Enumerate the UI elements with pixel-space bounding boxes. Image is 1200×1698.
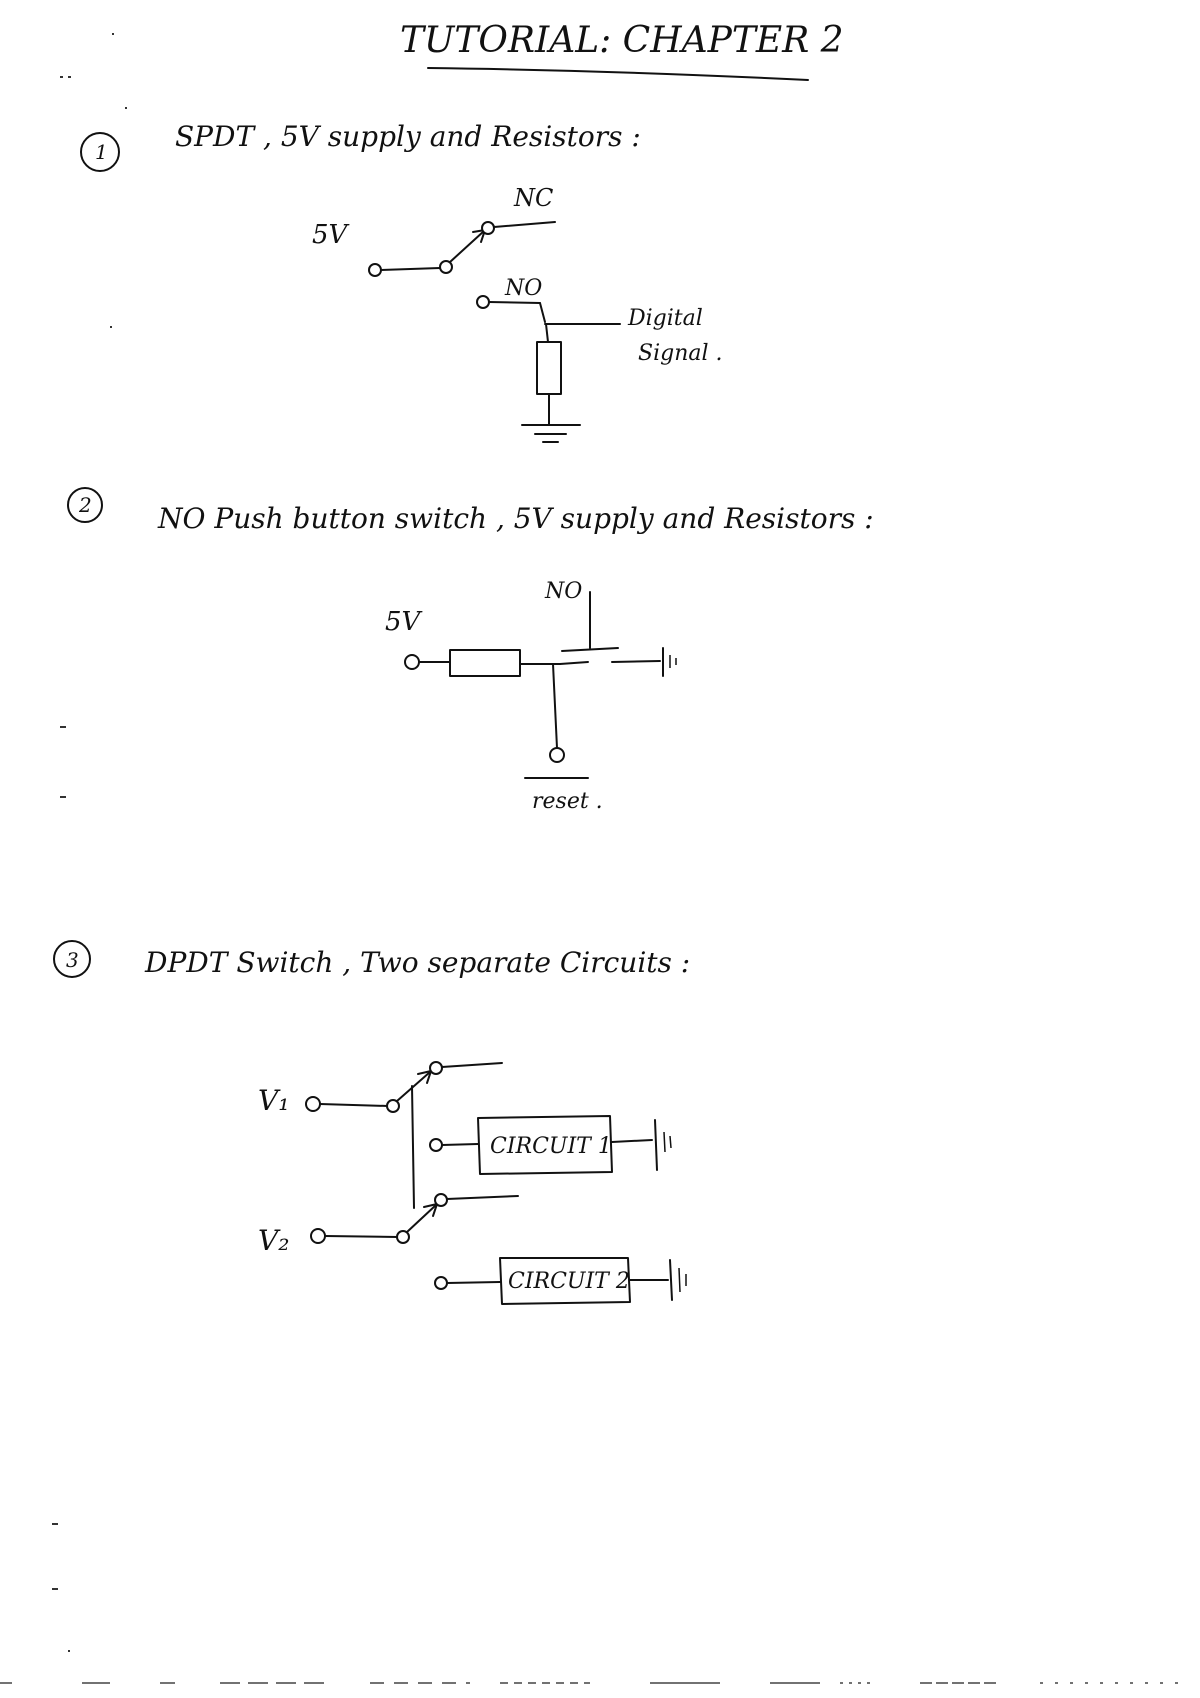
- spdt-switch-blade: [449, 230, 485, 263]
- scan-marks: [52, 33, 127, 1652]
- page-title: TUTORIAL: CHAPTER 2: [400, 20, 844, 61]
- spdt-nc-wire: [493, 221, 556, 228]
- section-2-number: 2: [78, 493, 92, 517]
- spdt-circuit-diagram: 5V NC NO Digital Signal .: [312, 184, 723, 443]
- dpdt-pole2-throw1-contact: [434, 1193, 448, 1207]
- dpdt-circuit2-input-wire: [446, 1281, 501, 1284]
- spdt-resistor-lead-top: [545, 323, 549, 343]
- dpdt-pole2-blade: [406, 1204, 437, 1233]
- pushbutton-actuator-bar: [561, 647, 619, 652]
- dpdt-pole1-throw1-contact: [429, 1061, 443, 1075]
- section-3-heading: DPDT Switch , Two separate Circuits :: [144, 946, 690, 979]
- dpdt-circuit1-input-wire: [441, 1143, 479, 1146]
- spdt-nc-contact: [481, 221, 495, 235]
- spdt-pulldown-resistor: [536, 341, 562, 395]
- section-2: 2 NO Push button switch , 5V supply and …: [67, 487, 874, 814]
- pushbutton-left-contact: [559, 661, 589, 665]
- dpdt-circuit1-ground-symbol: [654, 1119, 672, 1171]
- section-1-number: 1: [95, 140, 108, 164]
- dpdt-circuit2-ground-symbol: [669, 1259, 687, 1301]
- dpdt-circuit-diagram: V₁ CIRCUIT 1 V₂: [258, 1061, 687, 1305]
- spdt-nc-label: NC: [513, 184, 553, 212]
- pushbutton-output-label: reset .: [532, 789, 603, 814]
- section-1: 1 SPDT , 5V supply and Resistors : 5V NC…: [80, 120, 723, 443]
- dpdt-pole1-blade: [396, 1071, 431, 1102]
- spdt-no-contact: [476, 295, 490, 309]
- dpdt-circuit2-label: CIRCUIT 2: [508, 1269, 630, 1294]
- dpdt-v2-label: V₂: [258, 1224, 289, 1257]
- dpdt-pole2-throw1-wire: [446, 1195, 519, 1200]
- spdt-output-label-line2: Signal .: [638, 341, 723, 366]
- section-3-number-circle: [53, 940, 91, 978]
- dpdt-v1-label: V₁: [258, 1084, 289, 1117]
- pushbutton-output-wire: [552, 663, 558, 749]
- dpdt-pole2-throw2-contact: [434, 1276, 448, 1290]
- dpdt-pole1-throw1-wire: [441, 1062, 503, 1068]
- section-2-heading: NO Push button switch , 5V supply and Re…: [157, 502, 874, 535]
- pushbutton-supply-label: 5V: [385, 607, 423, 637]
- dpdt-mechanical-link: [411, 1085, 415, 1209]
- dpdt-v1-terminal: [305, 1096, 321, 1112]
- spdt-no-wire-bend: [539, 302, 546, 323]
- pushbutton-ground-symbol: [662, 647, 677, 677]
- dpdt-pole1-throw2-contact: [429, 1138, 443, 1152]
- spdt-supply-terminal: [368, 263, 382, 277]
- section-1-heading: SPDT , 5V supply and Resistors :: [175, 120, 641, 153]
- spdt-common-contact: [439, 260, 453, 274]
- dpdt-pole1-common-contact: [386, 1099, 400, 1113]
- spdt-no-label: NO: [504, 276, 542, 301]
- dpdt-v2-wire: [324, 1235, 399, 1238]
- spdt-supply-label: 5V: [312, 220, 350, 250]
- pushbutton-circuit-diagram: 5V NO reset .: [385, 579, 677, 814]
- section-1-number-circle: [80, 132, 120, 172]
- pushbutton-output-terminal: [549, 747, 565, 763]
- dpdt-v1-wire: [319, 1103, 389, 1107]
- dpdt-v2-terminal: [310, 1228, 326, 1244]
- spdt-output-label-line1: Digital: [627, 306, 703, 331]
- spdt-common-wire: [380, 267, 441, 271]
- spdt-ground-symbol: [521, 424, 581, 443]
- title-underline: [427, 67, 809, 81]
- dpdt-pole2-common-contact: [396, 1230, 410, 1244]
- dpdt-circuit1-output-wire: [611, 1139, 653, 1143]
- section-3: 3 DPDT Switch , Two separate Circuits : …: [53, 940, 690, 1305]
- section-3-number: 3: [66, 948, 79, 972]
- dpdt-circuit2-box: [499, 1257, 631, 1305]
- pushbutton-right-wire: [611, 660, 661, 663]
- pushbutton-no-label: NO: [544, 579, 582, 604]
- dpdt-circuit1-label: CIRCUIT 1: [490, 1134, 612, 1159]
- pushbutton-supply-terminal: [404, 654, 420, 670]
- dpdt-circuit1-box: [477, 1115, 613, 1175]
- spdt-no-wire: [488, 301, 541, 304]
- pushbutton-pullup-resistor: [449, 649, 521, 677]
- section-2-number-circle: [67, 487, 103, 523]
